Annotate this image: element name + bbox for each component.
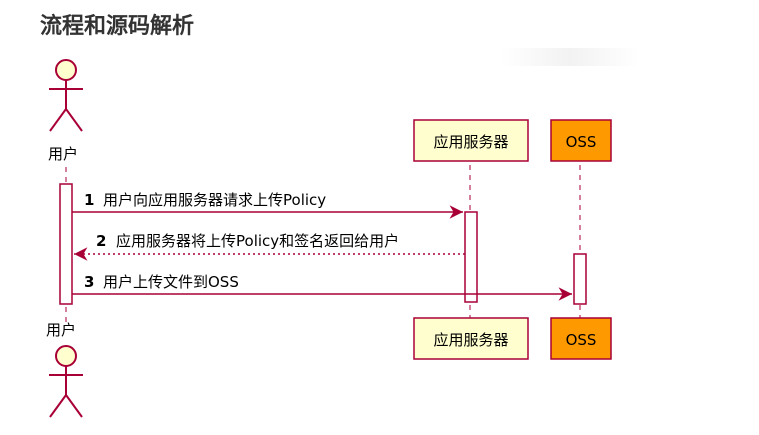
oss-box-bottom: OSS [550,317,612,360]
oss-box-top-label: OSS [566,133,597,151]
message-2-number: 2 [96,232,106,250]
server-box-bottom-label: 应用服务器 [433,331,508,349]
oss-box-top: OSS [550,119,612,162]
server-box-top-label: 应用服务器 [433,133,508,151]
user-actor-top [49,59,83,132]
message-3-text: 用户上传文件到OSS [103,273,239,291]
user-label-bottom: 用户 [46,321,76,339]
server-activation [464,211,478,303]
message-3-number: 3 [84,273,94,291]
server-box-top: 应用服务器 [413,119,529,162]
oss-activation [573,253,587,305]
user-activation [59,183,73,305]
message-1-text: 用户向应用服务器请求上传Policy [103,191,326,209]
message-1-number: 1 [84,191,94,209]
server-box-bottom: 应用服务器 [413,317,529,360]
user-actor-bottom [49,345,83,418]
page-title: 流程和源码解析 [40,14,195,39]
user-label-top: 用户 [48,145,78,163]
decorative-shadow [500,48,640,66]
oss-box-bottom-label: OSS [566,331,597,349]
message-2-text: 应用服务器将上传Policy和签名返回给用户 [116,232,399,250]
